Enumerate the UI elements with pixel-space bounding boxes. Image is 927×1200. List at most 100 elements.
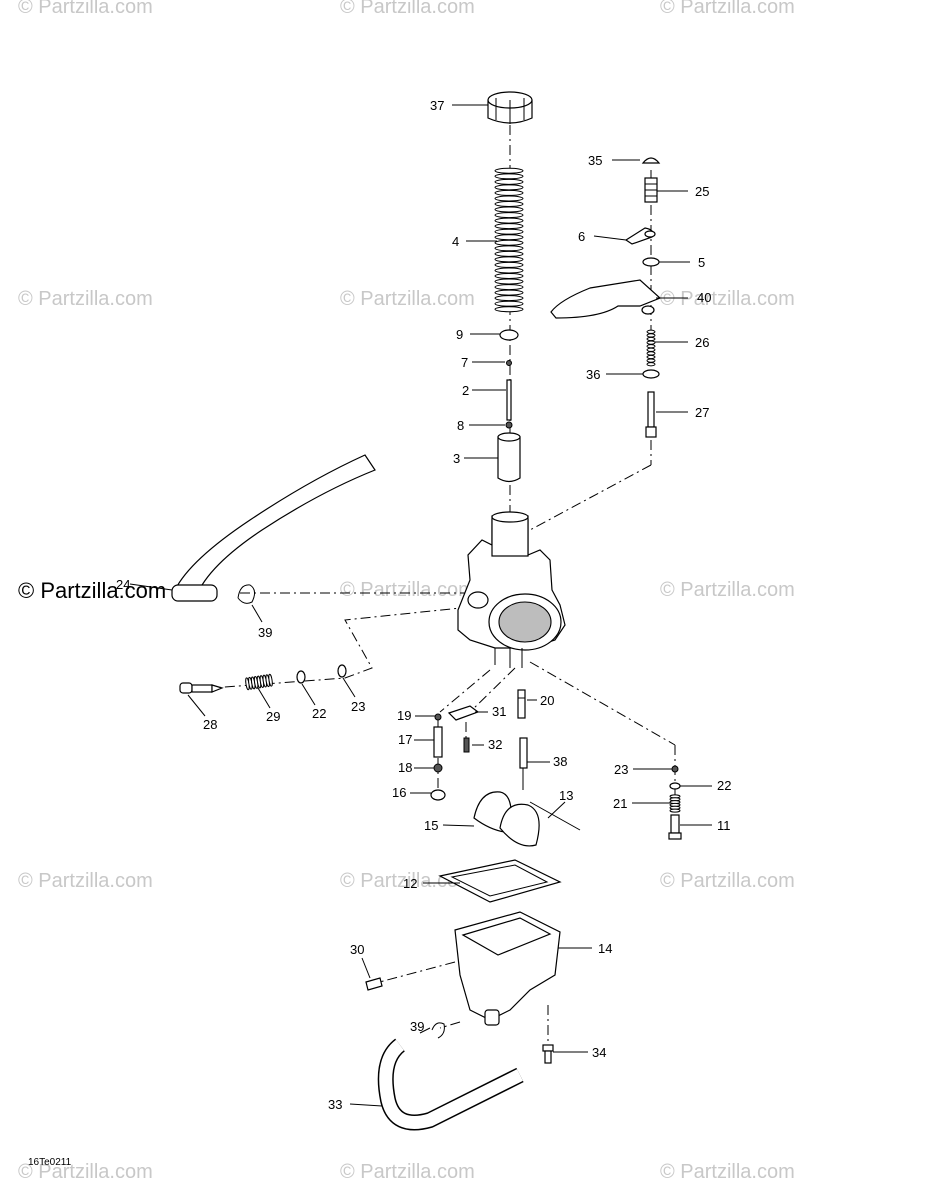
callout-16: 16: [392, 785, 406, 800]
callout-26: 26: [695, 335, 709, 350]
screw-part-34: [542, 1044, 554, 1064]
screw-part-30: [365, 977, 383, 991]
spring-part-26: [646, 329, 656, 367]
ring-part-18: [433, 763, 443, 773]
callout-5: 5: [698, 255, 705, 270]
watermark: © Partzilla.com: [660, 288, 795, 310]
fitting-part-25: [644, 177, 658, 203]
lever-part-40: [550, 279, 662, 319]
watermark: © Partzilla.com: [340, 288, 475, 310]
callout-31: 31: [492, 704, 506, 719]
callout-14: 14: [598, 941, 612, 956]
washer-part-22-right: [669, 782, 681, 790]
callout-39: 39: [258, 625, 272, 640]
callout-38: 38: [553, 754, 567, 769]
washer-part-19: [434, 713, 442, 721]
callout-13: 13: [559, 788, 573, 803]
assembly-lines: [211, 125, 676, 1045]
needle-valve-part-38: [519, 737, 528, 790]
watermark: © Partzilla.com: [18, 1161, 153, 1183]
callout-29: 29: [266, 709, 280, 724]
spring-part-4: [494, 167, 524, 313]
watermark: © Partzilla.com: [18, 870, 153, 892]
gasket-part-12: [438, 859, 562, 903]
callout-labels: 37 35 25 4 6 5 40 9 26 7 36 2 27 8 3 24 …: [116, 98, 731, 1112]
callout-25: 25: [695, 184, 709, 199]
leader-lines: [129, 104, 712, 1107]
plunger-part-27: [645, 391, 657, 438]
callout-22-right: 22: [717, 778, 731, 793]
watermark: © Partzilla.com: [340, 1161, 475, 1183]
callout-40: 40: [697, 290, 711, 305]
callout-9: 9: [456, 327, 463, 342]
callout-28: 28: [203, 717, 217, 732]
watermark: © Partzilla.com: [340, 579, 475, 601]
screw-part-35: [641, 157, 661, 164]
callout-36: 36: [586, 367, 600, 382]
plate-part-31: [447, 705, 480, 721]
clip-part-39-lower: [431, 1022, 445, 1039]
screw-part-28: [179, 682, 224, 694]
watermark: © Partzilla.com: [18, 0, 153, 18]
diagram-code: 16Te0211: [28, 1157, 72, 1168]
jet-part-17: [433, 726, 443, 758]
cap-part-37: [487, 91, 533, 124]
callout-23-right: 23: [614, 762, 628, 777]
watermark: © Partzilla.com: [18, 288, 153, 310]
watermark: © Partzilla.com: [660, 579, 795, 601]
callout-4: 4: [452, 234, 459, 249]
callout-2: 2: [462, 383, 469, 398]
callout-34: 34: [592, 1045, 606, 1060]
callout-11: 11: [717, 818, 731, 833]
washer-part-22-left: [296, 670, 306, 684]
callout-30: 30: [350, 942, 364, 957]
spring-part-21: [669, 794, 681, 813]
callout-20: 20: [540, 693, 554, 708]
callout-37: 37: [430, 98, 444, 113]
callout-24: 24: [116, 577, 130, 592]
callout-18: 18: [398, 760, 412, 775]
float-part-15: [473, 791, 540, 847]
spring-part-29: [245, 673, 273, 691]
callout-32: 32: [488, 737, 502, 752]
callout-8: 8: [457, 418, 464, 433]
ring-part-8: [505, 421, 513, 429]
callout-33: 33: [328, 1097, 342, 1112]
callout-6: 6: [578, 229, 585, 244]
washer-part-9: [499, 329, 519, 341]
washer-part-5: [642, 257, 660, 267]
callout-12: 12: [403, 876, 417, 891]
watermark: © Partzilla.com: [660, 870, 795, 892]
watermark: © Partzilla.com: [660, 1161, 795, 1183]
screw-part-11: [668, 814, 682, 840]
jet-part-16: [430, 789, 446, 801]
clip-part-7: [506, 360, 512, 366]
bracket-part-6: [624, 227, 656, 245]
callout-23: 23: [351, 699, 365, 714]
callout-3: 3: [453, 451, 460, 466]
washer-part-36: [642, 369, 660, 379]
callout-15: 15: [424, 818, 438, 833]
watermark: © Partzilla.com: [660, 0, 795, 18]
hose-part-24: [171, 454, 376, 602]
oring-part-23-left: [337, 664, 347, 678]
callout-19: 19: [397, 708, 411, 723]
carburetor-body: [457, 511, 566, 668]
callout-21: 21: [613, 796, 627, 811]
needle-part-2: [506, 379, 512, 421]
screw-part-32: [463, 737, 470, 753]
slide-part-3: [497, 432, 521, 483]
watermark: © Partzilla.com: [340, 0, 475, 18]
pin-part-13: [529, 801, 581, 831]
callout-17: 17: [398, 732, 412, 747]
callout-27: 27: [695, 405, 709, 420]
clip-part-39: [237, 584, 256, 604]
callout-7: 7: [461, 355, 468, 370]
callout-22: 22: [312, 706, 326, 721]
jet-part-20: [517, 689, 526, 719]
float-bowl-part-14: [454, 911, 561, 1026]
callout-39-lower: 39: [410, 1019, 424, 1034]
callout-35: 35: [588, 153, 602, 168]
